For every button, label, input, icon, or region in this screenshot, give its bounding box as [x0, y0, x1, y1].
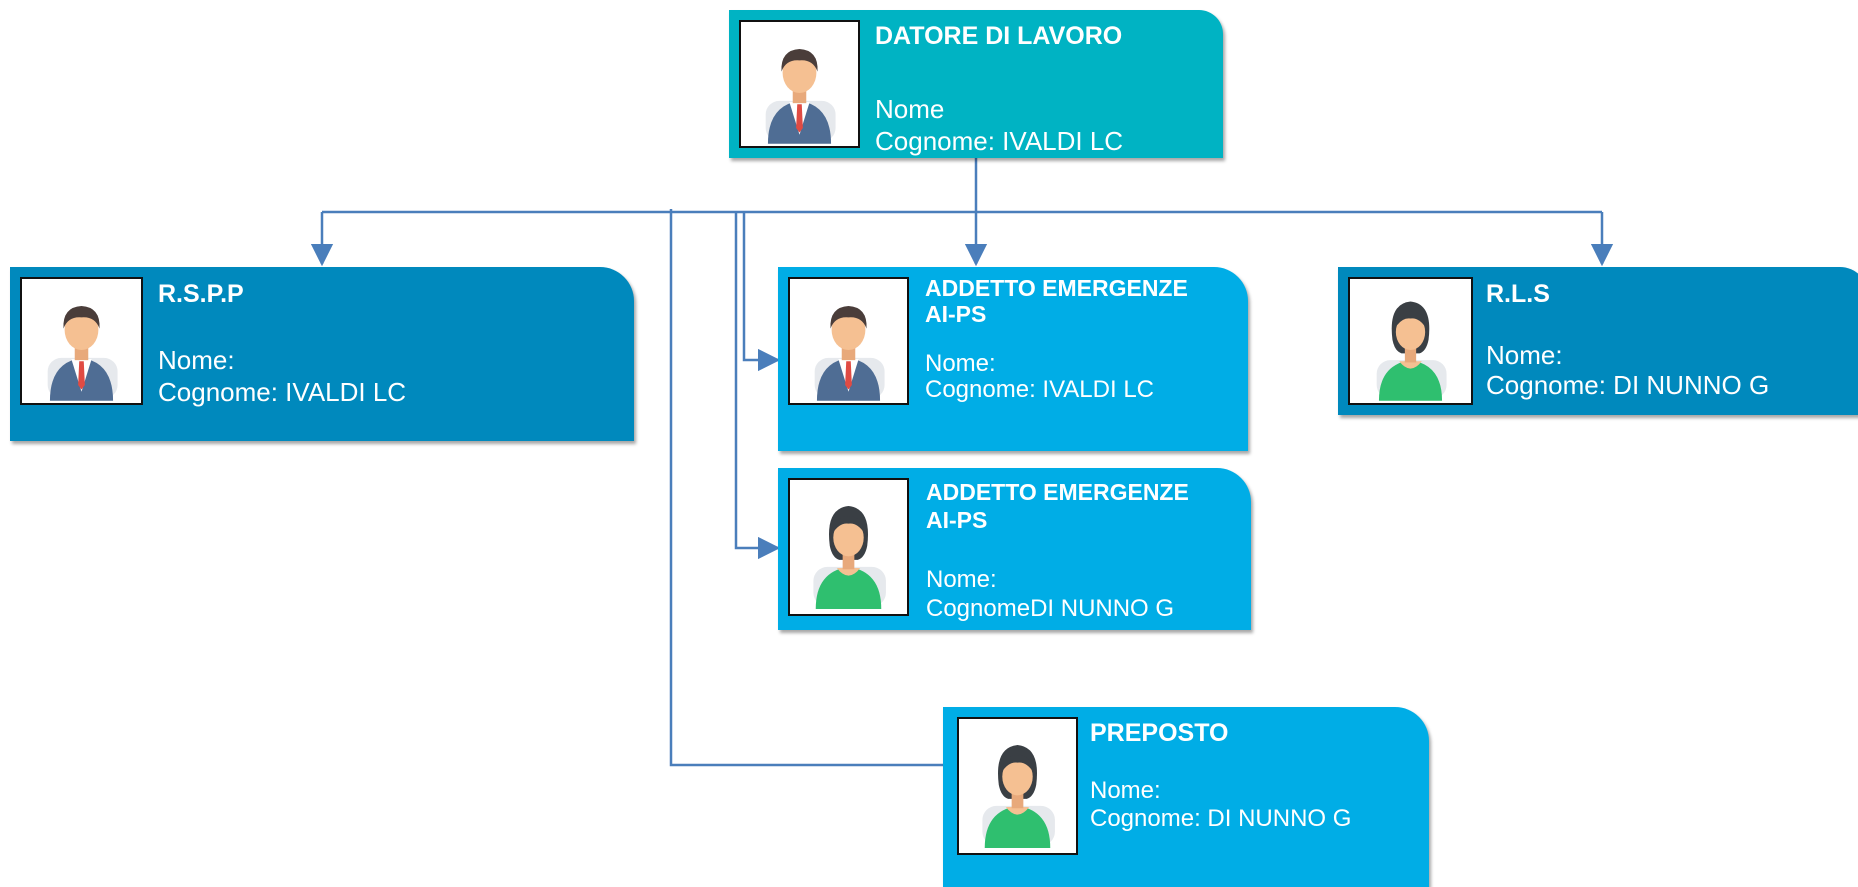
role-title-line2: AI-PS — [925, 301, 987, 327]
role-title-line2: AI-PS — [926, 507, 988, 533]
female-avatar-icon — [957, 717, 1078, 855]
role-title: R.S.P.P — [158, 280, 244, 308]
role-title: DATORE DI LAVORO — [875, 22, 1123, 50]
male-avatar-icon — [739, 20, 860, 148]
name-field: Nome: — [1486, 340, 1563, 370]
name-field: Nome: — [925, 350, 996, 377]
name-field: Nome: — [926, 566, 997, 593]
male-avatar-icon — [788, 277, 909, 405]
surname-field: CognomeDI NUNNO G — [926, 595, 1175, 622]
role-title: R.L.S — [1486, 280, 1550, 308]
role-title: PREPOSTO — [1090, 719, 1229, 747]
name-field: Nome: — [1090, 777, 1161, 804]
name-field: Nome — [875, 94, 945, 124]
female-avatar-icon — [788, 478, 909, 616]
node-datore-di-lavoro: DATORE DI LAVORO Nome Cognome: IVALDI LC — [729, 10, 1223, 158]
arrow-to-addetto2-side — [734, 212, 781, 560]
role-title-line1: ADDETTO EMERGENZE — [926, 479, 1189, 505]
male-avatar-icon — [20, 277, 143, 405]
role-title-line1: ADDETTO EMERGENZE — [925, 275, 1188, 301]
female-avatar-icon — [1348, 277, 1473, 405]
arrow-to-addetto1-side — [742, 212, 781, 372]
name-field: Nome: — [158, 345, 235, 375]
node-rls: R.L.S Nome: Cognome: DI NUNNO G — [1338, 267, 1858, 415]
surname-field: Cognome: DI NUNNO G — [1486, 370, 1770, 400]
node-addetto-emergenze-2: ADDETTO EMERGENZE AI-PS Nome: CognomeDI … — [778, 468, 1251, 630]
surname-field: Cognome: IVALDI LC — [158, 377, 407, 407]
node-addetto-emergenze-1: ADDETTO EMERGENZE AI-PS Nome: Cognome: I… — [778, 267, 1248, 451]
surname-field: Cognome: IVALDI LC — [875, 126, 1124, 156]
surname-field: Cognome: DI NUNNO G — [1090, 805, 1352, 832]
node-rspp: R.S.P.P Nome: Cognome: IVALDI LC — [10, 267, 634, 441]
node-preposto: PREPOSTO Nome: Cognome: DI NUNNO G — [943, 707, 1429, 887]
surname-field: Cognome: IVALDI LC — [925, 376, 1154, 403]
